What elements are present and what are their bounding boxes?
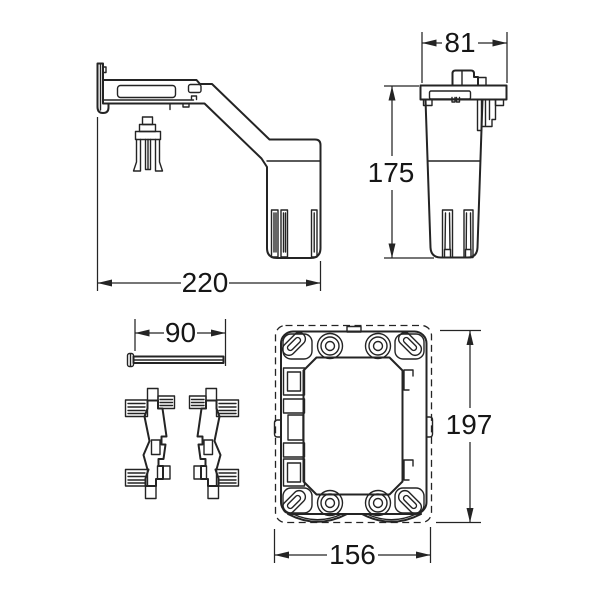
arrowhead-left [97,279,112,287]
top-edge-notch [346,325,362,333]
dim-label-197: 197 [446,409,493,440]
slot-foot [443,248,452,259]
bracket-outline [102,79,322,259]
dimension-container-height: 175 [368,85,434,259]
mounting-clip-left [124,387,176,500]
frame-dashed-outline [274,324,433,524]
screw-hole [364,332,392,360]
arrowhead-right [306,279,321,287]
arrowhead-right [211,329,226,337]
slot-inner [465,212,472,251]
dimension-frame-height: 197 [436,329,493,524]
pin-leg-right [154,138,164,172]
bottom-arc-inner [366,513,417,521]
slot [270,209,279,258]
latch [282,398,306,414]
arm-end-bump [190,95,198,101]
right-edge-tab [425,416,434,438]
side-clip [476,98,497,132]
mounting-clip-right [188,387,240,500]
screw-hole [364,489,392,517]
dim-label-90: 90 [165,317,196,348]
left-edge-tab [273,419,282,438]
front-view-container [419,69,508,259]
bottom-arc [287,513,348,523]
corner-pad [394,487,425,514]
flange-slot [428,90,472,100]
dim-label-220: 220 [182,267,229,298]
container-slots-side [270,209,318,258]
slot-inner [282,212,287,253]
arm-bottom-tab [182,102,190,108]
corner-slot [397,331,423,357]
fixing-rod [126,352,225,368]
slot-foot [464,248,472,259]
flange-top-tab [102,66,107,74]
latch-inner [286,371,302,392]
container-slots-front [441,209,474,259]
latch [282,458,306,487]
pin-cap [141,116,154,126]
slot-inner [444,212,451,251]
arm-tray [116,84,177,99]
bottom-arc-inner [292,513,343,521]
arrowhead-top [388,86,396,101]
arrowhead-bottom [388,243,396,258]
arm-end-slot [187,83,202,94]
dimension-frame-width: 156 [273,527,432,570]
arrowhead-right [416,551,431,559]
arrowhead-bottom [466,508,474,523]
pin-collar [134,130,162,141]
bottom-arc [361,513,422,523]
slot-inner [273,212,277,253]
inner-bracket [403,459,414,481]
container-flange [419,84,508,101]
dim-label-156: 156 [329,539,376,570]
latch-inner [286,462,302,483]
screw-hole [316,489,344,517]
container-body [424,98,484,259]
side-view-bracket [96,62,322,259]
dimension-rod-length: 90 [134,317,227,366]
arrowhead-right [492,39,507,47]
slot [310,209,318,258]
dim-label-81: 81 [444,27,475,58]
pin-leg-left [132,138,142,172]
flange-foot-left [422,98,433,107]
container-cap [451,69,479,87]
screw-hole [316,332,344,360]
arrowhead-left [135,329,150,337]
extension-lines [134,319,227,366]
dimension-overall-width: 220 [96,117,322,298]
latch [282,367,306,396]
latch [282,442,306,458]
arrowhead-top [466,330,474,345]
corner-pad [282,487,313,514]
cap-details [461,69,487,87]
arrowhead-left [274,551,289,559]
corner-slot [281,489,307,515]
frame-opening [302,356,404,496]
wall-flange [96,62,110,114]
corner-slot [281,331,307,357]
extension-lines [273,527,432,563]
arrowhead-left [422,39,437,47]
extension-lines [436,329,481,524]
actuator-pin [132,116,164,172]
rod-shaft [132,355,225,364]
pin-neck [138,123,157,133]
inner-bracket [403,369,414,391]
mounting-frame [273,324,434,524]
dimension-flange-width: 81 [421,27,508,83]
extension-lines [421,32,508,83]
corner-slot [397,489,423,515]
dim-label-175: 175 [368,157,415,188]
slot [280,209,289,258]
flange-marks [451,96,461,103]
latch [287,414,304,441]
pin-legs-inner [144,138,152,171]
left-latch-stack [282,367,306,487]
